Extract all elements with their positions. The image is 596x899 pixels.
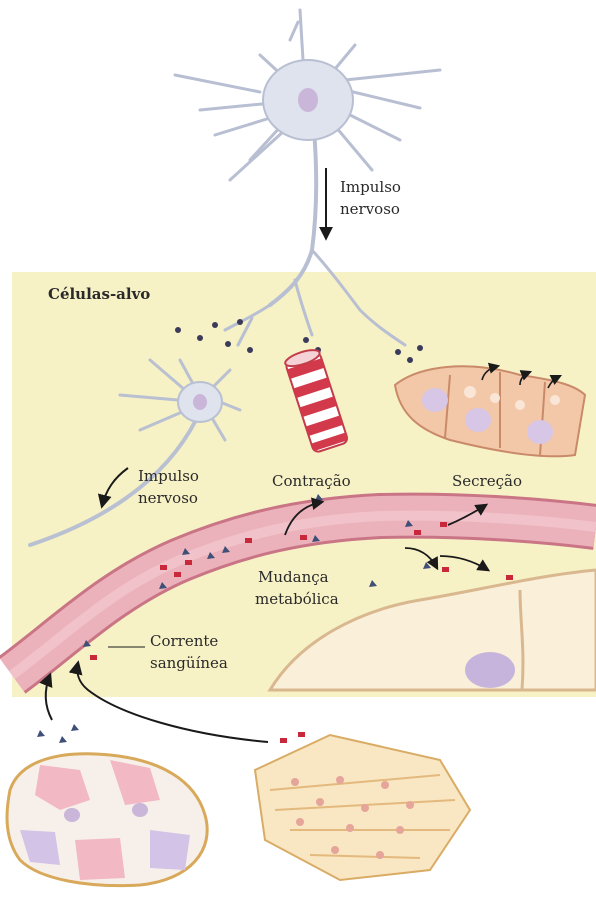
secretion-label: Secreção bbox=[452, 472, 522, 490]
neuron-target-nucleus bbox=[193, 394, 207, 410]
nerve-impulse-left-label-line2: nervoso bbox=[138, 489, 198, 507]
endocrine-gland-right bbox=[255, 735, 470, 880]
bloodstream-label-line2: sangüínea bbox=[150, 654, 228, 672]
nerve-impulse-top-label-line1: Impulso bbox=[340, 178, 401, 196]
metabolic-change-label-line1: Mudança bbox=[258, 568, 329, 586]
bloodstream-label-line1: Corrente bbox=[150, 632, 218, 650]
endocrine-gland-left bbox=[7, 754, 207, 886]
neuron-top-nucleus bbox=[298, 88, 318, 112]
target-cells-label: Células-alvo bbox=[48, 285, 150, 303]
contraction-label: Contração bbox=[272, 472, 351, 490]
nerve-impulse-left-label-line1: Impulso bbox=[138, 467, 199, 485]
metabolic-change-label-line2: metabólica bbox=[255, 590, 339, 608]
nerve-impulse-top-label-line2: nervoso bbox=[340, 200, 400, 218]
